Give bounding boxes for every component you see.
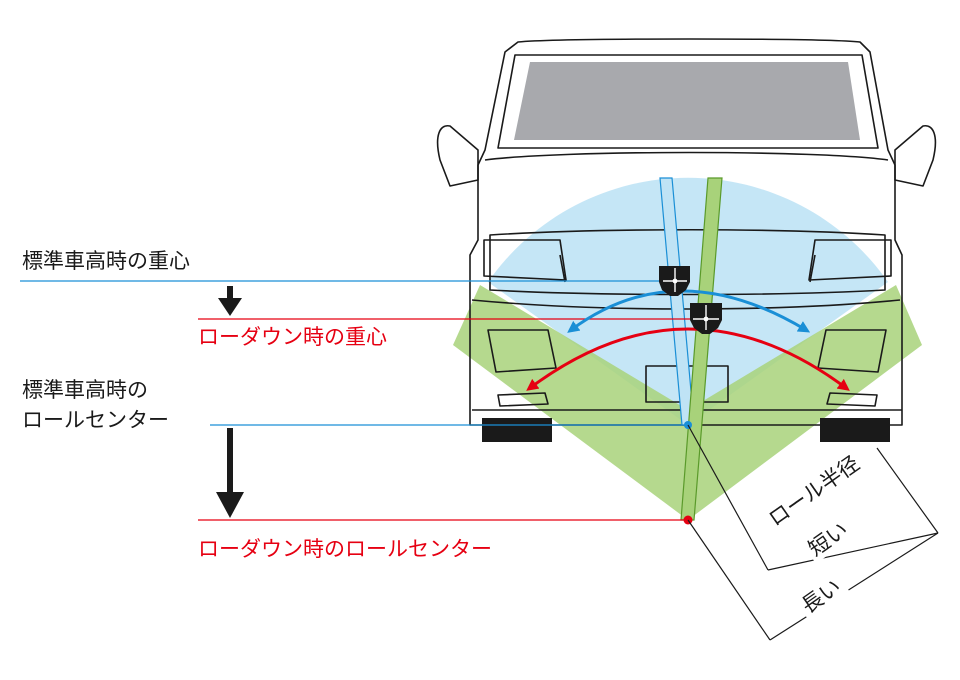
windshield — [514, 62, 860, 140]
lowdown-rc-label: ローダウン時のロールセンター — [198, 537, 492, 561]
lowdown-pendulum-bar — [680, 177, 723, 521]
roll-radius-dimension-lines — [687, 424, 939, 641]
left-tire — [482, 418, 552, 442]
right-tire — [820, 418, 890, 442]
standard-roll-zone — [488, 177, 888, 425]
down-arrow-icon — [218, 286, 242, 316]
lowdown-cog-label: ローダウン時の重心 — [198, 325, 387, 349]
standard-cog-label: 標準車高時の重心 — [22, 249, 190, 273]
roll-radius-label: ロール半径 — [764, 451, 864, 531]
standard-rc-label-line2: ロールセンター — [22, 408, 169, 432]
lowdown-cog-icon — [690, 303, 722, 334]
van-front-outline — [436, 38, 937, 426]
standard-cog-icon — [659, 266, 690, 296]
lowdown-roll-zone — [453, 285, 922, 520]
lowdown-roll-arc — [526, 327, 850, 391]
standard-rc-label-line1: 標準車高時の — [22, 378, 148, 402]
down-arrow-icon — [216, 428, 244, 518]
